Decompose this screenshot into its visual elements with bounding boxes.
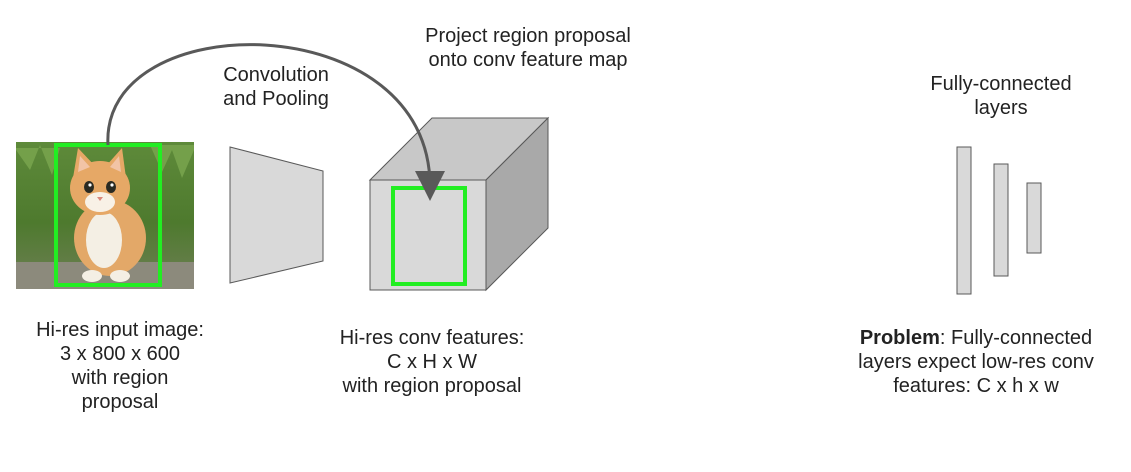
problem-bold: Problem [859,327,940,349]
fc-label-line-1: Fully-connected [930,73,1072,95]
features-caption-line-1: Hi-res conv features: [339,327,525,349]
fc-layer-1 [956,146,972,295]
features-caption-line-2: C x H x W [387,351,477,373]
input-caption-line-2: 3 x 800 x 600 [59,343,181,365]
kitten-photo-icon [16,142,194,289]
fc-layer-3 [1026,182,1042,254]
convolution-pooling-shape [229,146,324,284]
input-caption-line-3: with region [71,367,169,389]
feature-map-box [368,116,550,292]
fc-label: Fully-connected layers [900,72,1102,120]
input-caption-line-4: proposal [81,391,159,413]
problem-rest: : Fully-connected [939,327,1093,349]
fc-label-line-2: layers [974,97,1028,119]
projection-arrow-icon [106,43,445,201]
problem-line-2: layers expect low-res conv [858,351,1094,373]
fc-layer-2 [993,163,1009,277]
project-label-line-1: Project region proposal [425,25,631,47]
problem-line-3: features: C x h x w [893,375,1059,397]
input-caption-line-1: Hi-res input image: [36,319,204,341]
problem-caption: Problem: Fully-connected layers expect l… [826,326,1126,398]
project-label: Project region proposal onto conv featur… [395,24,661,72]
features-caption-line-3: with region proposal [342,375,522,397]
features-caption: Hi-res conv features: C x H x W with reg… [306,326,558,398]
problem-line-1: Problem: Fully-connected [826,326,1126,350]
conv-label-line-2: and Pooling [223,88,329,110]
conv-label-line-1: Convolution [223,64,329,86]
conv-pooling-label: Convolution and Pooling [196,63,356,111]
project-label-line-2: onto conv feature map [428,49,628,71]
input-caption: Hi-res input image: 3 x 800 x 600 with r… [4,318,236,414]
